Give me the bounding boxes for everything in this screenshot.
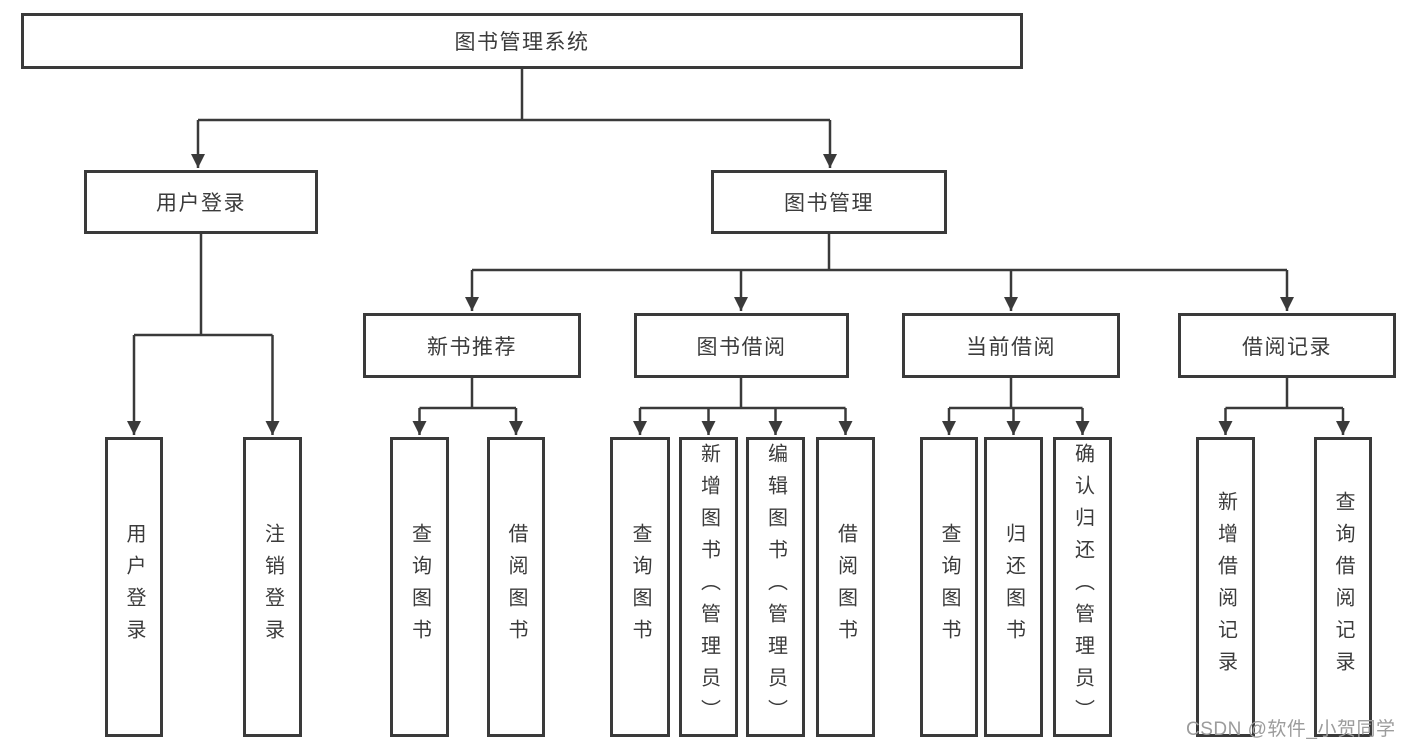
leaf-confirm-return-admin: 确认归还（管理员） [1053,437,1112,737]
connector-book-borrow-trunk [640,377,846,410]
leaf-user-login: 用户登录 [105,437,163,737]
connector-borrow-records-trunk [1225,377,1343,410]
leaf-edit-book-admin: 编辑图书（管理员） [746,437,805,737]
leaf-logout: 注销登录 [243,437,302,737]
leaf-query-book-borrow: 查询图书 [610,437,670,737]
connector-user-login-trunk [134,233,273,337]
leaf-query-borrow-record: 查询借阅记录 [1314,437,1372,737]
node-book-management: 图书管理 [711,170,947,234]
node-root: 图书管理系统 [21,13,1023,69]
connector-book-management-trunk [472,233,1287,272]
connector-current-borrow-trunk [949,377,1083,410]
node-new-book-recommend: 新书推荐 [363,313,581,378]
node-book-borrow: 图书借阅 [634,313,849,378]
leaf-borrow-book: 借阅图书 [816,437,875,737]
node-current-borrow: 当前借阅 [902,313,1120,378]
csdn-watermark: CSDN @软件_小贺同学 [1186,719,1396,740]
leaf-query-book-current: 查询图书 [920,437,978,737]
leaf-query-book-recommend: 查询图书 [390,437,449,737]
connector-root-trunk [198,69,830,122]
leaf-add-borrow-record: 新增借阅记录 [1196,437,1255,737]
connector-new-book-trunk [419,377,516,410]
leaf-return-book: 归还图书 [984,437,1043,737]
node-user-login: 用户登录 [84,170,318,234]
node-borrow-records: 借阅记录 [1178,313,1396,378]
leaf-add-book-admin: 新增图书（管理员） [679,437,738,737]
leaf-borrow-book-recommend: 借阅图书 [487,437,545,737]
